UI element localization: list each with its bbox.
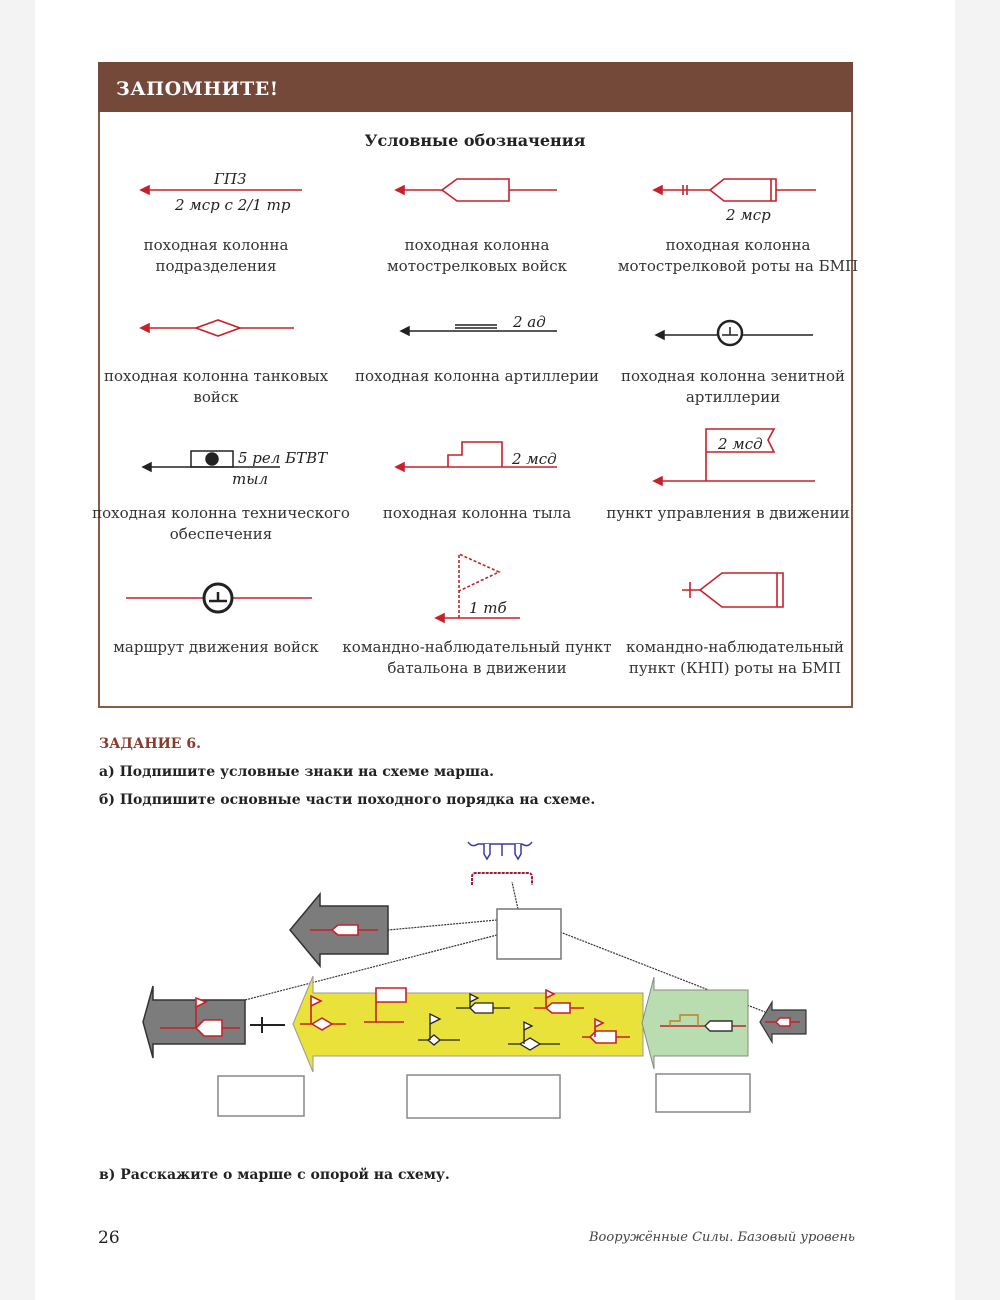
rear-support-arrow (641, 976, 749, 1070)
remember-box-header (98, 62, 853, 112)
legend-label: походная колонна танковых войск (103, 367, 329, 406)
recon-bracket-icon (471, 872, 533, 885)
legend-label: походная колонна мотострелковых войск (387, 236, 567, 275)
route-circle-icon (202, 582, 234, 614)
aviation-icon (467, 841, 533, 861)
label-box-main[interactable] (406, 1074, 561, 1119)
legend-label: маршрут движения войск (113, 638, 319, 656)
label-box-head[interactable] (217, 1075, 305, 1117)
bmp-company-sign (652, 178, 816, 202)
head-guard-arrow (142, 985, 246, 1059)
legend-title: Условные обозначения (364, 131, 586, 150)
legend-label: командно-наблюдательный пункт (КНП) роты… (626, 638, 844, 677)
book-title: Вооружённые Силы. Базовый уровень (589, 1230, 855, 1245)
legend-label: походная колонна артиллерии (355, 367, 599, 385)
tank-column-sign (139, 319, 294, 337)
control-point-sign (652, 428, 815, 487)
page-number: 26 (98, 1228, 120, 1248)
label-box-rear[interactable] (655, 1073, 751, 1113)
legend-label: походная колонна зенитной артиллерии (621, 367, 845, 406)
sign-label: 2 ад (512, 313, 546, 331)
task-a: а) Подпишите условные знаки на схеме мар… (99, 764, 495, 780)
task-b: б) Подпишите основные части походного по… (99, 792, 596, 808)
legend-label: командно-наблюдательный пункт батальона … (342, 638, 612, 677)
sign-label: 2 мсд (717, 435, 763, 453)
label-box-center[interactable] (496, 908, 562, 960)
sign-label: 5 рел БТВТ (238, 449, 328, 467)
legend-label: пункт управления в движении (606, 504, 850, 522)
column-sign (139, 184, 302, 196)
company-cp-sign (682, 572, 784, 608)
task-title: ЗАДАНИЕ 6. (99, 736, 201, 752)
legend-label: походная колонна мотострелковой роты на … (617, 236, 859, 275)
sign-label: 2 мсд (511, 450, 557, 468)
aa-column-sign (654, 319, 813, 347)
legend-label: походная колонна подразделения (143, 236, 289, 275)
sign-label: 2 мср с 2/1 тр (174, 196, 291, 214)
technical-column-sign (141, 450, 280, 473)
legend-label: походная колонна тыла (382, 504, 572, 522)
legend-label: походная колонна технического обеспечени… (92, 504, 350, 543)
artillery-column-sign (399, 324, 557, 337)
battalion-cp-sign (434, 552, 520, 624)
motor-rifle-column-sign (394, 178, 557, 202)
sign-label: 2 мср (725, 206, 771, 224)
sign-label: тыл (232, 470, 268, 488)
task-c: в) Расскажите о марше с опорой на схему. (99, 1167, 450, 1183)
sign-label: 1 тб (469, 599, 508, 617)
rear-column-sign (394, 441, 557, 473)
remember-title: ЗАПОМНИТЕ! (116, 78, 279, 100)
sign-label: ГПЗ (213, 170, 246, 188)
